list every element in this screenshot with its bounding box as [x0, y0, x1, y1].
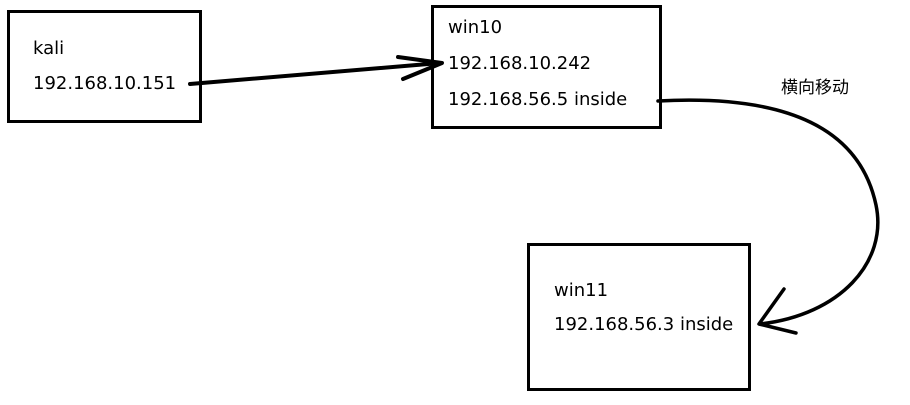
win11-inside-ip-label: 192.168.56.3 inside — [554, 314, 734, 335]
win11-name-label: win11 — [554, 280, 609, 301]
kali-name-label: kali — [33, 38, 65, 59]
arrow-win10-to-win11 — [656, 98, 880, 326]
win10-box — [431, 5, 662, 129]
win10-ip-label: 192.168.10.242 — [448, 53, 592, 74]
arrow-kali-to-win10 — [188, 61, 442, 86]
lateral-movement-label: 横向移动 — [781, 78, 849, 98]
arrow-kali-to-win10-head — [396, 55, 444, 81]
kali-box — [7, 10, 202, 123]
arrow-win10-to-win11-head — [757, 287, 798, 335]
win11-box — [527, 243, 751, 391]
kali-ip-label: 192.168.10.151 — [33, 73, 177, 94]
win10-name-label: win10 — [448, 17, 503, 38]
win10-inside-ip-label: 192.168.56.5 inside — [448, 89, 628, 110]
